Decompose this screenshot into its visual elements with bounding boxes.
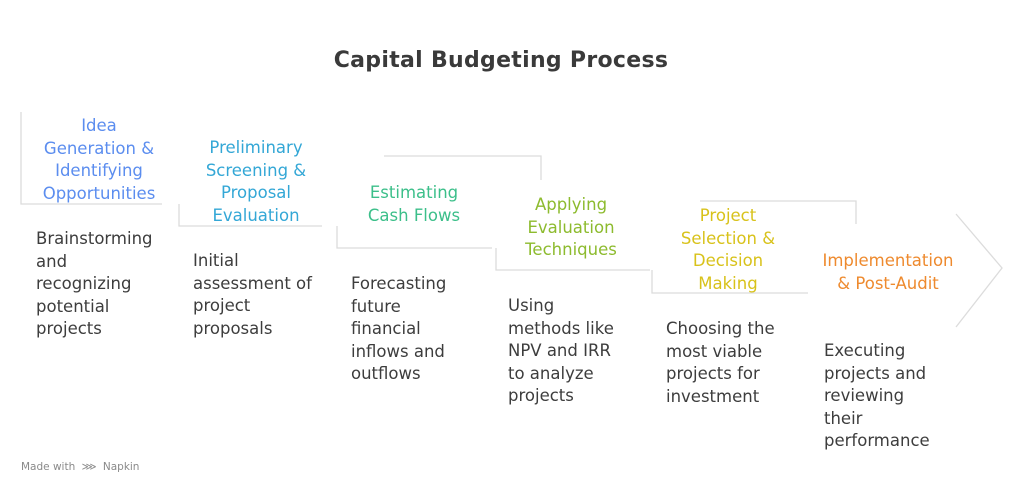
page-title: Capital Budgeting Process [333,48,669,73]
step-2-outline [178,204,322,227]
step-5-description: Choosing the most viable projects for in… [666,319,775,406]
step-6-description: Executing projects and reviewing their p… [824,341,930,450]
step-2-title: Preliminary Screening & Proposal Evaluat… [205,138,307,225]
step-4-outline [495,248,650,271]
arrow-head-outline [955,213,1003,328]
step-3-outline [336,226,492,249]
watermark-brand: Napkin [102,461,140,473]
step-4-title: Applying Evaluation Techniques [525,195,617,259]
step-1-description: Brainstorming and recognizing potential … [36,229,153,338]
step-5-title: Project Selection & Decision Making [680,206,776,293]
step-1-title: Idea Generation & Identifying Opportunit… [42,116,156,203]
step-3-top-outline [384,155,542,180]
watermark-prefix: Made with [21,461,76,473]
step-3-description: Forecasting future financial inflows and… [351,274,447,383]
step-3-title: Estimating Cash Flows [367,183,461,225]
step-2-description: Initial assessment of project proposals [193,251,312,338]
napkin-watermark: Made with ⋙ Napkin [21,461,139,473]
napkin-logo-icon: ⋙ [81,461,97,473]
step-4-description: Using methods like NPV and IRR to analyz… [508,296,614,405]
step-1-outline [20,112,162,205]
step-5-outline [651,270,808,294]
step-6-title: Implementation & Post-Audit [822,251,954,293]
step-5-top-outline [700,200,857,224]
